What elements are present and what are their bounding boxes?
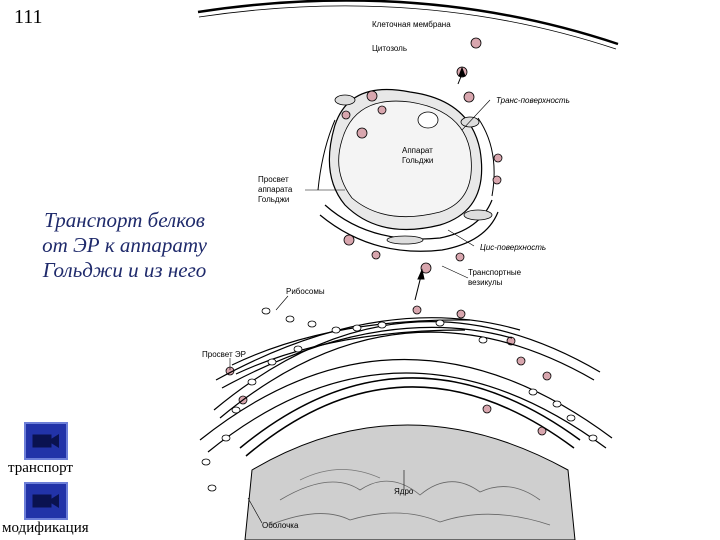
nucleus <box>244 424 576 540</box>
label-golgi-2: Гольджи <box>402 156 433 165</box>
label-vesicles-2: везикулы <box>468 278 503 287</box>
label-nucleus: Ядро <box>394 487 414 496</box>
cell-membrane <box>197 0 619 46</box>
cell-membrane-inner <box>198 5 617 50</box>
caption-line-2: от ЭР к аппарату <box>42 233 207 257</box>
label-cis-face: Цис-поверхность <box>480 243 546 252</box>
label-cell-membrane: Клеточная мембрана <box>372 20 451 29</box>
caption-line-3: Гольджи и из него <box>42 258 207 282</box>
transport-vesicles <box>225 37 552 436</box>
ribosomes <box>201 307 598 492</box>
label-golgi-1: Аппарат <box>402 146 433 155</box>
label-envelope: Оболочка <box>262 521 299 530</box>
label-golgi-lumen-2: аппарата <box>258 185 293 194</box>
video-camera-icon <box>32 434 59 448</box>
golgi-transport-diagram: Клеточная мембрана Цитозоль Транс-поверх… <box>197 0 619 540</box>
video-camera-icon <box>32 494 59 508</box>
label-vesicles-1: Транспортные <box>468 268 522 277</box>
transport-label[interactable]: транспорт <box>8 460 73 476</box>
label-golgi-lumen-1: Просвет <box>258 175 289 184</box>
label-cytosol: Цитозоль <box>372 44 407 53</box>
golgi-apparatus <box>317 88 499 252</box>
slide-caption: Транспорт белков от ЭР к аппарату Гольдж… <box>22 208 227 283</box>
slide-number: 111 <box>14 6 43 28</box>
modification-video-button[interactable] <box>24 482 68 520</box>
caption-line-1: Транспорт белков <box>44 208 205 232</box>
label-er-lumen: Просвет ЭР <box>202 350 246 359</box>
transport-video-button[interactable] <box>24 422 68 460</box>
label-golgi-lumen-3: Гольджи <box>258 195 289 204</box>
vesicle-arrows <box>414 66 466 301</box>
label-ribosomes: Рибосомы <box>286 287 325 296</box>
label-leaders <box>229 99 491 524</box>
endoplasmic-reticulum <box>199 317 613 457</box>
modification-label[interactable]: модификация <box>2 520 89 536</box>
label-trans-face: Транс-поверхность <box>496 96 570 105</box>
